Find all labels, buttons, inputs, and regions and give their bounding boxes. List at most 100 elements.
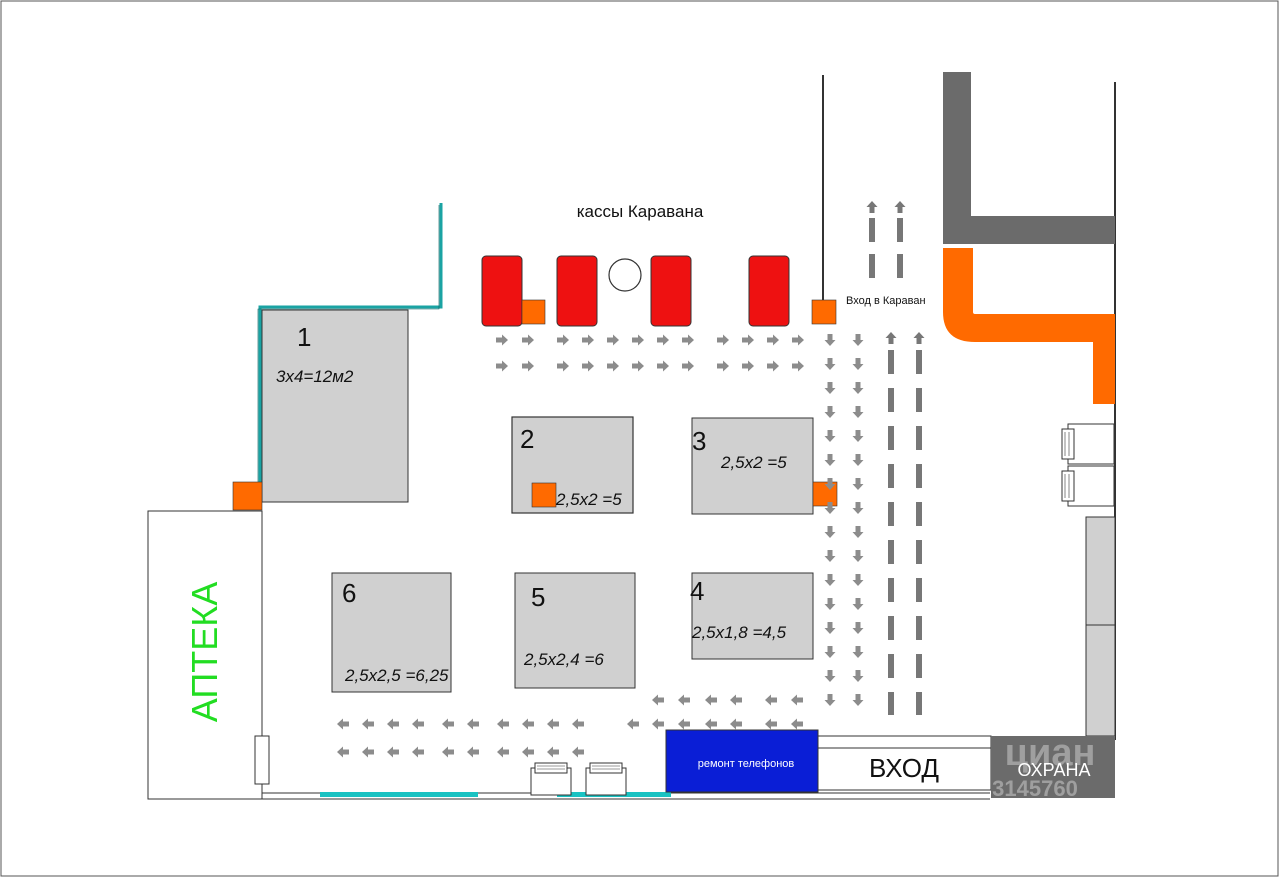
stall-3-area: 2,5х2 =5: [720, 453, 787, 472]
flow-arrow: [682, 360, 694, 372]
flow-arrow: [765, 694, 777, 706]
flow-arrow: [824, 478, 836, 490]
flow-arrow: [652, 718, 664, 730]
flow-arrows: [337, 201, 925, 758]
register: [481, 255, 523, 327]
flow-arrow: [547, 718, 559, 730]
flow-arrow: [885, 332, 897, 344]
flow-arrow: [852, 670, 864, 682]
dashed-path-segment: [888, 426, 894, 450]
flow-arrow: [607, 360, 619, 372]
flow-arrow: [496, 360, 508, 372]
register: [650, 255, 692, 327]
dashed-path-segment: [916, 578, 922, 602]
flow-arrow: [362, 746, 374, 758]
cash-registers: [481, 255, 837, 327]
flow-arrow: [791, 694, 803, 706]
flow-arrow: [717, 334, 729, 346]
flow-arrow: [682, 334, 694, 346]
dashed-path-segment: [888, 578, 894, 602]
flow-arrow: [852, 454, 864, 466]
orange-column: [521, 299, 546, 325]
stall-6-number: 6: [342, 578, 356, 608]
flow-arrow: [894, 201, 906, 213]
flow-arrow: [913, 332, 925, 344]
flow-arrow: [572, 718, 584, 730]
flow-arrow: [362, 718, 374, 730]
round-column: [608, 258, 642, 292]
entrance-label: ВХОД: [869, 753, 939, 783]
stall-2-number: 2: [520, 424, 534, 454]
flow-arrow: [852, 430, 864, 442]
orange-column: [531, 482, 557, 508]
flow-arrow: [387, 718, 399, 730]
registers-title: кассы Каравана: [577, 202, 704, 221]
flow-arrow: [852, 526, 864, 538]
stall-6-area: 2,5х2,5 =6,25: [344, 666, 449, 685]
flow-arrow: [412, 746, 424, 758]
atm-machine: [585, 762, 627, 796]
flow-arrow: [557, 334, 569, 346]
atm-machine: [1061, 465, 1115, 507]
pharmacy-door: [254, 735, 270, 785]
dashed-path-segment: [916, 388, 922, 412]
flow-arrow: [824, 334, 836, 346]
flow-arrow: [824, 406, 836, 418]
flow-arrow: [337, 746, 349, 758]
flow-arrow: [497, 718, 509, 730]
flow-arrow: [824, 646, 836, 658]
stall-3: [691, 417, 814, 515]
flow-arrow: [557, 360, 569, 372]
flow-arrow: [632, 360, 644, 372]
flow-arrow: [387, 746, 399, 758]
flow-arrow: [496, 334, 508, 346]
stall-2-area: 2,5х2 =5: [555, 490, 622, 509]
dashed-path-segment: [869, 254, 875, 278]
orange-column: [811, 299, 837, 325]
teal-wall: [258, 203, 443, 505]
flow-arrow: [824, 670, 836, 682]
flow-arrow: [852, 478, 864, 490]
flow-arrow: [852, 550, 864, 562]
dashed-path-segment: [916, 426, 922, 450]
flow-arrow: [547, 746, 559, 758]
flow-arrow: [467, 718, 479, 730]
flow-arrow: [852, 646, 864, 658]
dashed-path-segment: [916, 350, 922, 374]
flow-arrow: [824, 574, 836, 586]
flow-arrow: [792, 360, 804, 372]
flow-arrow: [522, 718, 534, 730]
flow-arrow: [627, 718, 639, 730]
entrance-threshold: [817, 735, 992, 749]
flow-arrow: [824, 622, 836, 634]
flow-arrow: [522, 746, 534, 758]
flow-arrow: [337, 718, 349, 730]
flow-arrow: [852, 622, 864, 634]
dashed-path-segment: [916, 540, 922, 564]
flow-arrow: [657, 360, 669, 372]
flow-arrow: [717, 360, 729, 372]
teal-wall-shadow: [257, 205, 440, 507]
stall-5: [514, 572, 636, 689]
flow-arrow: [730, 694, 742, 706]
flow-arrow: [742, 334, 754, 346]
flow-arrow: [705, 694, 717, 706]
orange-duct: [943, 248, 1115, 342]
gray-wall-segment: [943, 72, 1115, 244]
karavan-entrance-label: Вход в Караван: [846, 295, 926, 307]
window-teal: [320, 792, 478, 797]
flow-arrow: [824, 526, 836, 538]
watermark-id: 3145760: [992, 776, 1078, 801]
flow-arrow: [678, 694, 690, 706]
flow-arrow: [852, 334, 864, 346]
flow-arrow: [791, 718, 803, 730]
flow-arrow: [705, 718, 717, 730]
stall-5-number: 5: [531, 582, 545, 612]
dashed-path-segment: [916, 464, 922, 488]
stall-1: [261, 309, 409, 503]
dashed-path-segment: [888, 540, 894, 564]
flow-arrow: [792, 334, 804, 346]
stall-2: [511, 416, 634, 514]
